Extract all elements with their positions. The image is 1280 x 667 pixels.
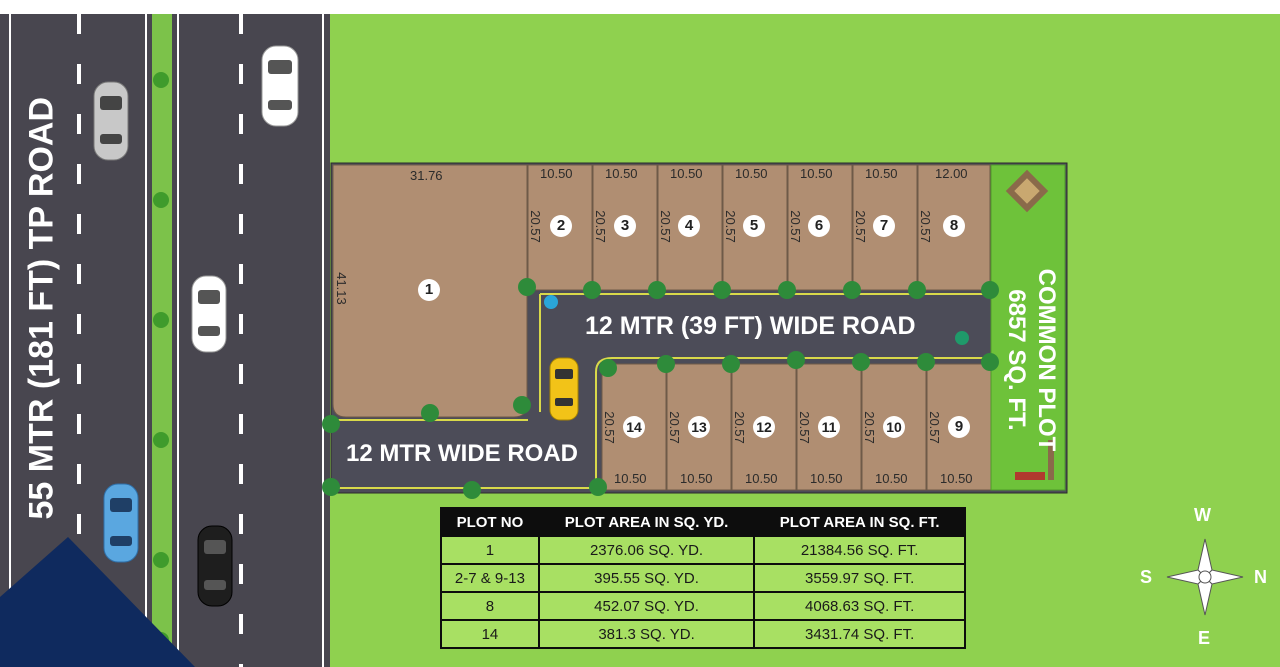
top-plot-row bbox=[527, 164, 991, 291]
plot-depth: 20.57 bbox=[796, 411, 812, 444]
plot-width: 10.50 bbox=[670, 166, 703, 181]
plot-depth: 20.57 bbox=[601, 411, 617, 444]
highway-median bbox=[152, 14, 172, 667]
car-icon bbox=[93, 81, 129, 161]
plot-number: 13 bbox=[688, 416, 710, 438]
plot-depth: 20.57 bbox=[731, 411, 747, 444]
table-cell: 381.3 SQ. YD. bbox=[537, 619, 756, 649]
plot-number: 2 bbox=[550, 215, 572, 237]
plot-depth: 20.57 bbox=[917, 210, 933, 243]
top-border bbox=[0, 0, 1280, 14]
plot-number: 10 bbox=[883, 416, 905, 438]
car-icon bbox=[549, 357, 579, 421]
plot-number: 3 bbox=[614, 215, 636, 237]
column-header: PLOT NO bbox=[440, 507, 540, 537]
person-icon bbox=[544, 295, 558, 309]
common-plot-area: 6857 SQ. FT. bbox=[1003, 289, 1030, 431]
plot-area-table: PLOT NO PLOT AREA IN SQ. YD. PLOT AREA I… bbox=[440, 507, 966, 649]
plot-depth: 20.57 bbox=[787, 210, 803, 243]
plot-width: 10.50 bbox=[800, 166, 833, 181]
plot-number: 12 bbox=[753, 416, 775, 438]
bench-icon bbox=[1015, 440, 1054, 480]
table-cell: 14 bbox=[440, 619, 540, 649]
table-cell: 3431.74 SQ. FT. bbox=[753, 619, 966, 649]
plot-depth: 20.57 bbox=[722, 210, 738, 243]
table-cell: 4068.63 SQ. FT. bbox=[753, 591, 966, 621]
table-cell: 452.07 SQ. YD. bbox=[537, 591, 756, 621]
plot-width: 12.00 bbox=[935, 166, 968, 181]
plot-1-depth: 41.13 bbox=[333, 272, 349, 305]
plot-depth: 20.57 bbox=[852, 210, 868, 243]
common-plot-title: COMMON PLOT bbox=[1033, 268, 1060, 452]
table-cell: 21384.56 SQ. FT. bbox=[753, 535, 966, 565]
table-row: 2-7 & 9-13 395.55 SQ. YD. 3559.97 SQ. FT… bbox=[440, 563, 966, 593]
table-cell: 3559.97 SQ. FT. bbox=[753, 563, 966, 593]
plot-depth: 20.57 bbox=[592, 210, 608, 243]
road-trees bbox=[322, 278, 999, 499]
plot-depth: 20.57 bbox=[527, 210, 543, 243]
table-row: 14 381.3 SQ. YD. 3431.74 SQ. FT. bbox=[440, 619, 966, 649]
table-cell: 395.55 SQ. YD. bbox=[537, 563, 756, 593]
plot-depth: 20.57 bbox=[926, 411, 942, 444]
plot-width: 10.50 bbox=[540, 166, 573, 181]
plot-1-width: 31.76 bbox=[410, 168, 443, 183]
plot-number: 8 bbox=[943, 215, 965, 237]
common-plot bbox=[990, 164, 1066, 491]
plot-number: 4 bbox=[678, 215, 700, 237]
table-cell: 2376.06 SQ. YD. bbox=[537, 535, 756, 565]
plot-width: 10.50 bbox=[810, 471, 843, 486]
car-icon bbox=[103, 483, 139, 563]
plot-width: 10.50 bbox=[735, 166, 768, 181]
table-row: 1 2376.06 SQ. YD. 21384.56 SQ. FT. bbox=[440, 535, 966, 565]
plot-width: 10.50 bbox=[605, 166, 638, 181]
internal-road-label: 12 MTR (39 FT) WIDE ROAD bbox=[585, 312, 916, 340]
compass-icon bbox=[1166, 538, 1244, 616]
car-icon bbox=[191, 275, 227, 353]
plot-number: 6 bbox=[808, 215, 830, 237]
compass-west: W bbox=[1194, 505, 1211, 525]
plot-depth: 20.57 bbox=[666, 411, 682, 444]
table-header-row: PLOT NO PLOT AREA IN SQ. YD. PLOT AREA I… bbox=[440, 507, 966, 537]
side-road-label: 12 MTR WIDE ROAD bbox=[346, 440, 579, 467]
plot-number: 7 bbox=[873, 215, 895, 237]
plot-number: 9 bbox=[948, 416, 970, 438]
plot-width: 10.50 bbox=[745, 471, 778, 486]
plot-number: 14 bbox=[623, 416, 645, 438]
table-cell: 2-7 & 9-13 bbox=[440, 563, 540, 593]
car-icon bbox=[197, 525, 233, 607]
plot-depth: 20.57 bbox=[657, 210, 673, 243]
compass-south: S bbox=[1140, 567, 1153, 587]
column-header: PLOT AREA IN SQ. YD. bbox=[537, 507, 756, 537]
table-row: 8 452.07 SQ. YD. 4068.63 SQ. FT. bbox=[440, 591, 966, 621]
compass-east: E bbox=[1198, 628, 1211, 648]
table-cell: 1 bbox=[440, 535, 540, 565]
plot-number: 11 bbox=[818, 416, 840, 438]
plot-depth: 20.57 bbox=[861, 411, 877, 444]
plot-number: 1 bbox=[418, 279, 440, 301]
compass-north: N bbox=[1254, 567, 1267, 587]
plot-width: 10.50 bbox=[865, 166, 898, 181]
corner-triangle bbox=[0, 537, 195, 667]
common-plot-label: COMMON PLOT 6857 SQ. FT. bbox=[1001, 240, 1061, 480]
person-icon bbox=[955, 331, 969, 345]
plot-number: 5 bbox=[743, 215, 765, 237]
column-header: PLOT AREA IN SQ. FT. bbox=[753, 507, 966, 537]
median-shrubs bbox=[153, 72, 169, 648]
plot-width: 10.50 bbox=[875, 471, 908, 486]
plot-width: 10.50 bbox=[614, 471, 647, 486]
table-cell: 8 bbox=[440, 591, 540, 621]
highway-label: 55 MTR (181 FT) TP ROAD bbox=[22, 96, 61, 520]
plot-width: 10.50 bbox=[940, 471, 973, 486]
plot-width: 10.50 bbox=[680, 471, 713, 486]
car-icon bbox=[261, 45, 299, 127]
